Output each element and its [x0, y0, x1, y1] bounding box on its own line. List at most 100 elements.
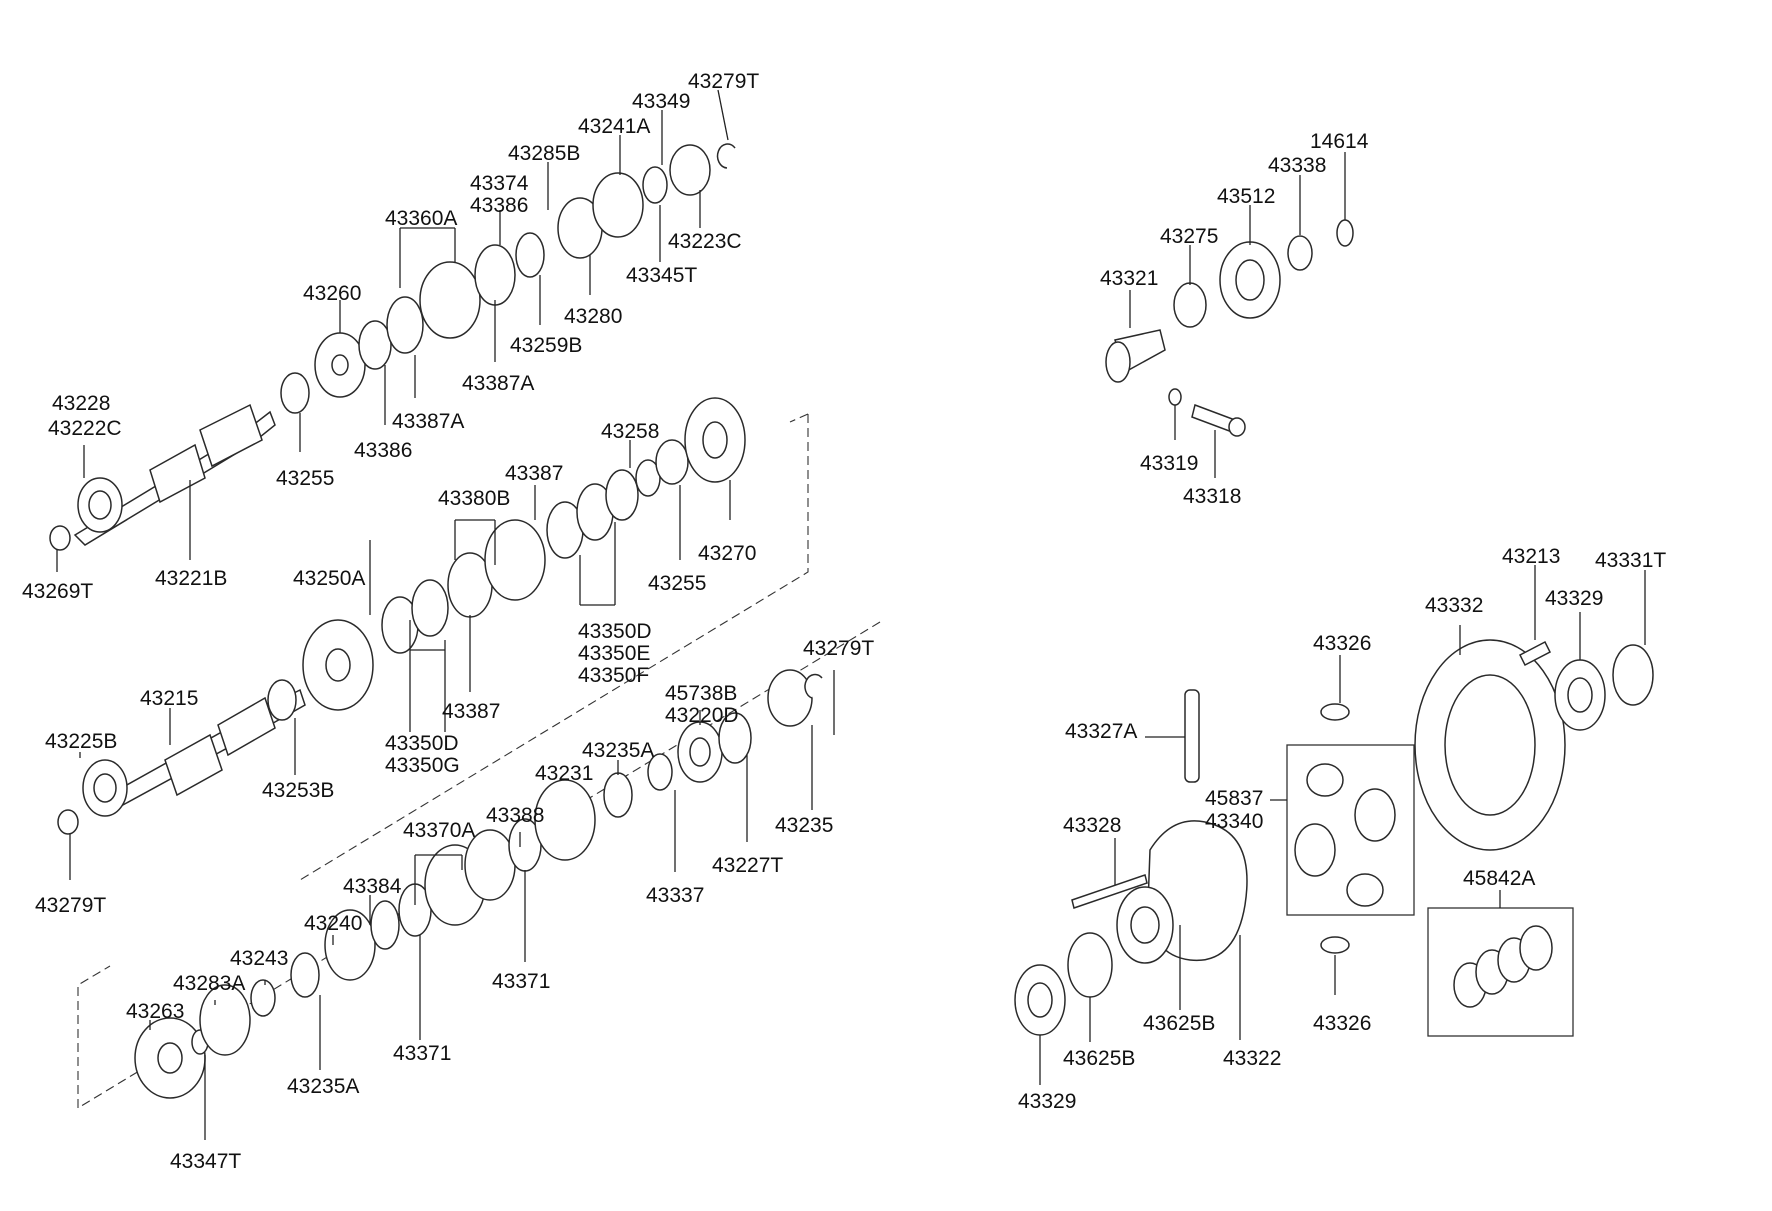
label-43223C: 43223C — [668, 230, 742, 253]
bearing-43225B-inner — [93, 773, 117, 803]
label-45842A: 45842A — [1463, 867, 1535, 890]
sleeve-43360A — [419, 261, 481, 339]
oil-seal-43625B — [1067, 932, 1113, 998]
label-43332: 43332 — [1425, 594, 1483, 617]
label-43213: 43213 — [1502, 545, 1560, 568]
gear-43241A — [592, 172, 644, 238]
bearing-43223C — [669, 144, 711, 196]
label-43235: 43235 — [775, 814, 833, 837]
label-14614: 14614 — [1310, 130, 1369, 153]
washer-43338 — [1287, 235, 1313, 271]
label-43250A: 43250A — [293, 567, 365, 590]
spacer-43243 — [250, 979, 276, 1017]
label-43228: 43228 — [52, 392, 110, 415]
shaft-helical-section — [199, 403, 263, 468]
gear-43240 — [324, 909, 376, 981]
label-43283A: 43283A — [173, 972, 245, 995]
hub-43374 — [474, 244, 516, 306]
label-43337: 43337 — [646, 884, 704, 907]
circlip-43279T-right — [804, 673, 823, 699]
thrust-washer-43326-lower — [1320, 936, 1350, 954]
bearing-43220D-inner — [689, 737, 711, 767]
bearing-43228-inner — [88, 490, 112, 520]
label-43322: 43322 — [1223, 1047, 1281, 1070]
label-43371-right: 43371 — [492, 970, 550, 993]
side-gear-left — [1294, 823, 1336, 877]
bolt-43318-head — [1228, 417, 1246, 437]
label-43512: 43512 — [1217, 185, 1275, 208]
label-43240: 43240 — [304, 912, 362, 935]
label-43243: 43243 — [230, 947, 288, 970]
spring-45842A-4 — [1519, 925, 1553, 971]
label-43260: 43260 — [303, 282, 361, 305]
gear-43283A — [199, 984, 251, 1056]
label-43285B: 43285B — [508, 142, 580, 165]
label-43241A: 43241A — [578, 115, 650, 138]
synchro-ring-43350G — [411, 579, 449, 637]
gear-43270-hub — [702, 421, 728, 459]
shim-43331T — [1612, 644, 1654, 706]
label-43215: 43215 — [140, 687, 198, 710]
needle-bearing-43255-lower — [655, 439, 689, 485]
label-43326-lower: 43326 — [1313, 1012, 1371, 1035]
side-gear-kit-box — [1286, 744, 1415, 916]
label-43279T-right: 43279T — [803, 637, 874, 660]
label-43235A-lower: 43235A — [287, 1075, 359, 1098]
label-43275: 43275 — [1160, 225, 1218, 248]
needle-bearing-43235A-upper — [603, 772, 633, 818]
needle-bearing-43275 — [1173, 282, 1207, 328]
ring-43345T — [642, 166, 668, 204]
label-43350F: 43350F — [578, 664, 649, 687]
label-43280: 43280 — [564, 305, 622, 328]
label-43380B: 43380B — [438, 487, 510, 510]
label-43350E: 43350E — [578, 642, 650, 665]
label-43384: 43384 — [343, 875, 402, 898]
label-43263: 43263 — [126, 1000, 184, 1023]
differential-assembly — [1014, 639, 1654, 1037]
label-43387A-left: 43387A — [392, 410, 464, 433]
label-43387-lower: 43387 — [442, 700, 500, 723]
circlip-43279T-top — [716, 143, 736, 169]
label-43370A: 43370A — [403, 819, 475, 842]
ring-43384 — [370, 900, 400, 950]
label-43326-upper: 43326 — [1313, 632, 1371, 655]
label-43347T: 43347T — [170, 1150, 241, 1173]
label-43350G: 43350G — [385, 754, 460, 777]
label-43387-upper: 43387 — [505, 462, 563, 485]
label-43386-lower: 43386 — [354, 439, 412, 462]
synchro-ring-43387A — [386, 296, 424, 354]
ring-14614 — [1336, 219, 1354, 247]
gear-43512-hub — [1235, 259, 1265, 301]
label-43259B: 43259B — [510, 334, 582, 357]
label-43279T-top: 43279T — [688, 70, 759, 93]
label-43625B-right: 43625B — [1143, 1012, 1215, 1035]
label-45738B: 45738B — [665, 682, 737, 705]
sleeve-43387 — [484, 519, 546, 601]
label-43231: 43231 — [535, 762, 593, 785]
needle-bearing-43253B — [267, 679, 297, 721]
label-43258: 43258 — [601, 420, 659, 443]
label-43327A: 43327A — [1065, 720, 1137, 743]
label-43220D: 43220D — [665, 704, 739, 727]
ring-43227T — [718, 712, 752, 764]
gear-43250A-hub — [325, 648, 351, 682]
label-43255-upper: 43255 — [276, 467, 334, 490]
synchro-ring-43350F — [605, 469, 639, 521]
thrust-washer-43326-upper — [1320, 703, 1350, 721]
pin-43328 — [1071, 874, 1148, 909]
shaft-43215-splines — [217, 696, 276, 757]
label-43227T: 43227T — [712, 854, 783, 877]
label-43329-lower: 43329 — [1018, 1090, 1076, 1113]
label-43345T: 43345T — [626, 264, 697, 287]
bolt-43213 — [1518, 640, 1552, 667]
label-43269T: 43269T — [22, 580, 93, 603]
pinion-gear-lower — [1346, 873, 1384, 907]
label-43253B: 43253B — [262, 779, 334, 802]
label-43255-lower: 43255 — [648, 572, 706, 595]
spacer-43337 — [647, 753, 673, 791]
label-43386-upper: 43386 — [470, 194, 528, 217]
label-43387A-right: 43387A — [462, 372, 534, 395]
pinion-gear-upper — [1306, 763, 1344, 797]
label-43331T: 43331T — [1595, 549, 1666, 572]
